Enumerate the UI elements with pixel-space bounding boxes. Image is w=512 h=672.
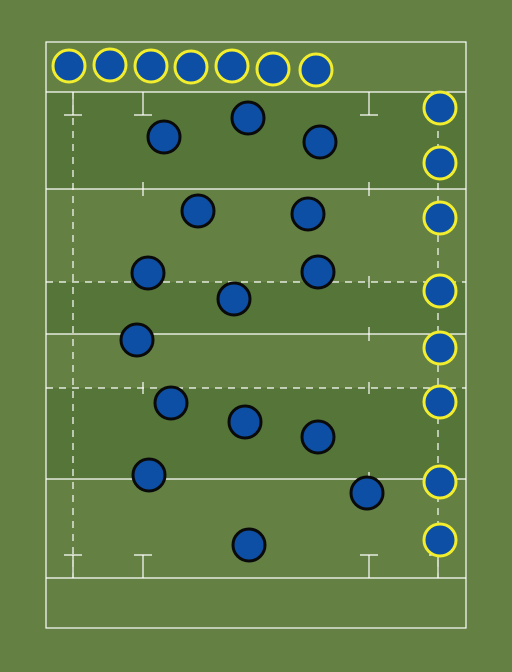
home-player-marker: [130, 255, 166, 291]
home-player-marker: [146, 119, 182, 155]
home-player-marker: [230, 100, 266, 136]
players-layer: [51, 47, 458, 563]
home-player-marker: [180, 193, 216, 229]
pitch-boundary: [45, 41, 467, 629]
home-player-marker: [131, 457, 167, 493]
home-player-marker: [300, 419, 336, 455]
away-player-marker: [422, 464, 458, 500]
away-reserve-marker: [51, 48, 87, 84]
away-reserve-marker: [298, 52, 334, 88]
away-reserve-marker: [214, 48, 250, 84]
away-player-marker: [422, 522, 458, 558]
home-player-marker: [227, 404, 263, 440]
stripe: [46, 282, 466, 334]
away-reserve-marker: [173, 49, 209, 85]
away-player-marker: [422, 145, 458, 181]
away-reserve-marker: [255, 51, 291, 87]
away-reserve-marker: [92, 47, 128, 83]
home-player-marker: [231, 527, 267, 563]
home-player-marker: [290, 196, 326, 232]
home-player-marker: [119, 322, 155, 358]
away-player-marker: [422, 90, 458, 126]
home-player-marker: [300, 254, 336, 290]
home-player-marker: [349, 475, 385, 511]
away-reserve-marker: [133, 48, 169, 84]
pitch-markings: [45, 41, 467, 629]
home-player-marker: [153, 385, 189, 421]
away-player-marker: [422, 273, 458, 309]
home-player-marker: [302, 124, 338, 160]
away-player-marker: [422, 384, 458, 420]
away-player-marker: [422, 330, 458, 366]
away-player-marker: [422, 200, 458, 236]
home-player-marker: [216, 281, 252, 317]
